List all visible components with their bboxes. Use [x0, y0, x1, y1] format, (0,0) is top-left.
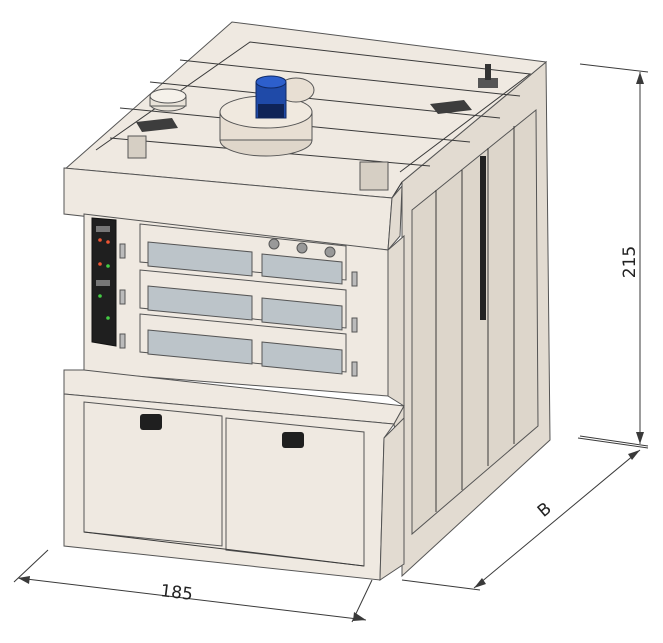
deck-door-middle	[139, 269, 347, 331]
deck-door-top	[139, 223, 347, 285]
control-panel-icon	[91, 217, 117, 347]
width-label: 185	[159, 581, 194, 605]
oven-top	[63, 21, 548, 199]
oven-side	[387, 60, 551, 578]
depth-label: B	[534, 499, 556, 522]
oven-cabinet	[63, 393, 405, 581]
fan-motor-icon	[219, 75, 315, 157]
deck-door-bottom	[139, 313, 347, 375]
oven-front	[83, 213, 405, 407]
dimension-height: 215	[579, 63, 649, 447]
dimension-width: 185	[13, 549, 373, 623]
vent-grille-icon	[136, 118, 178, 132]
vent-grille-icon	[430, 100, 472, 114]
height-label: 215	[620, 246, 640, 278]
knob-icon	[478, 64, 498, 88]
dimension-depth: B	[401, 437, 649, 591]
cabinet-handle-icon	[282, 432, 304, 448]
cabinet-handle-icon	[140, 414, 162, 430]
chimney-icon	[149, 88, 187, 112]
door-handle-icon	[119, 243, 358, 377]
